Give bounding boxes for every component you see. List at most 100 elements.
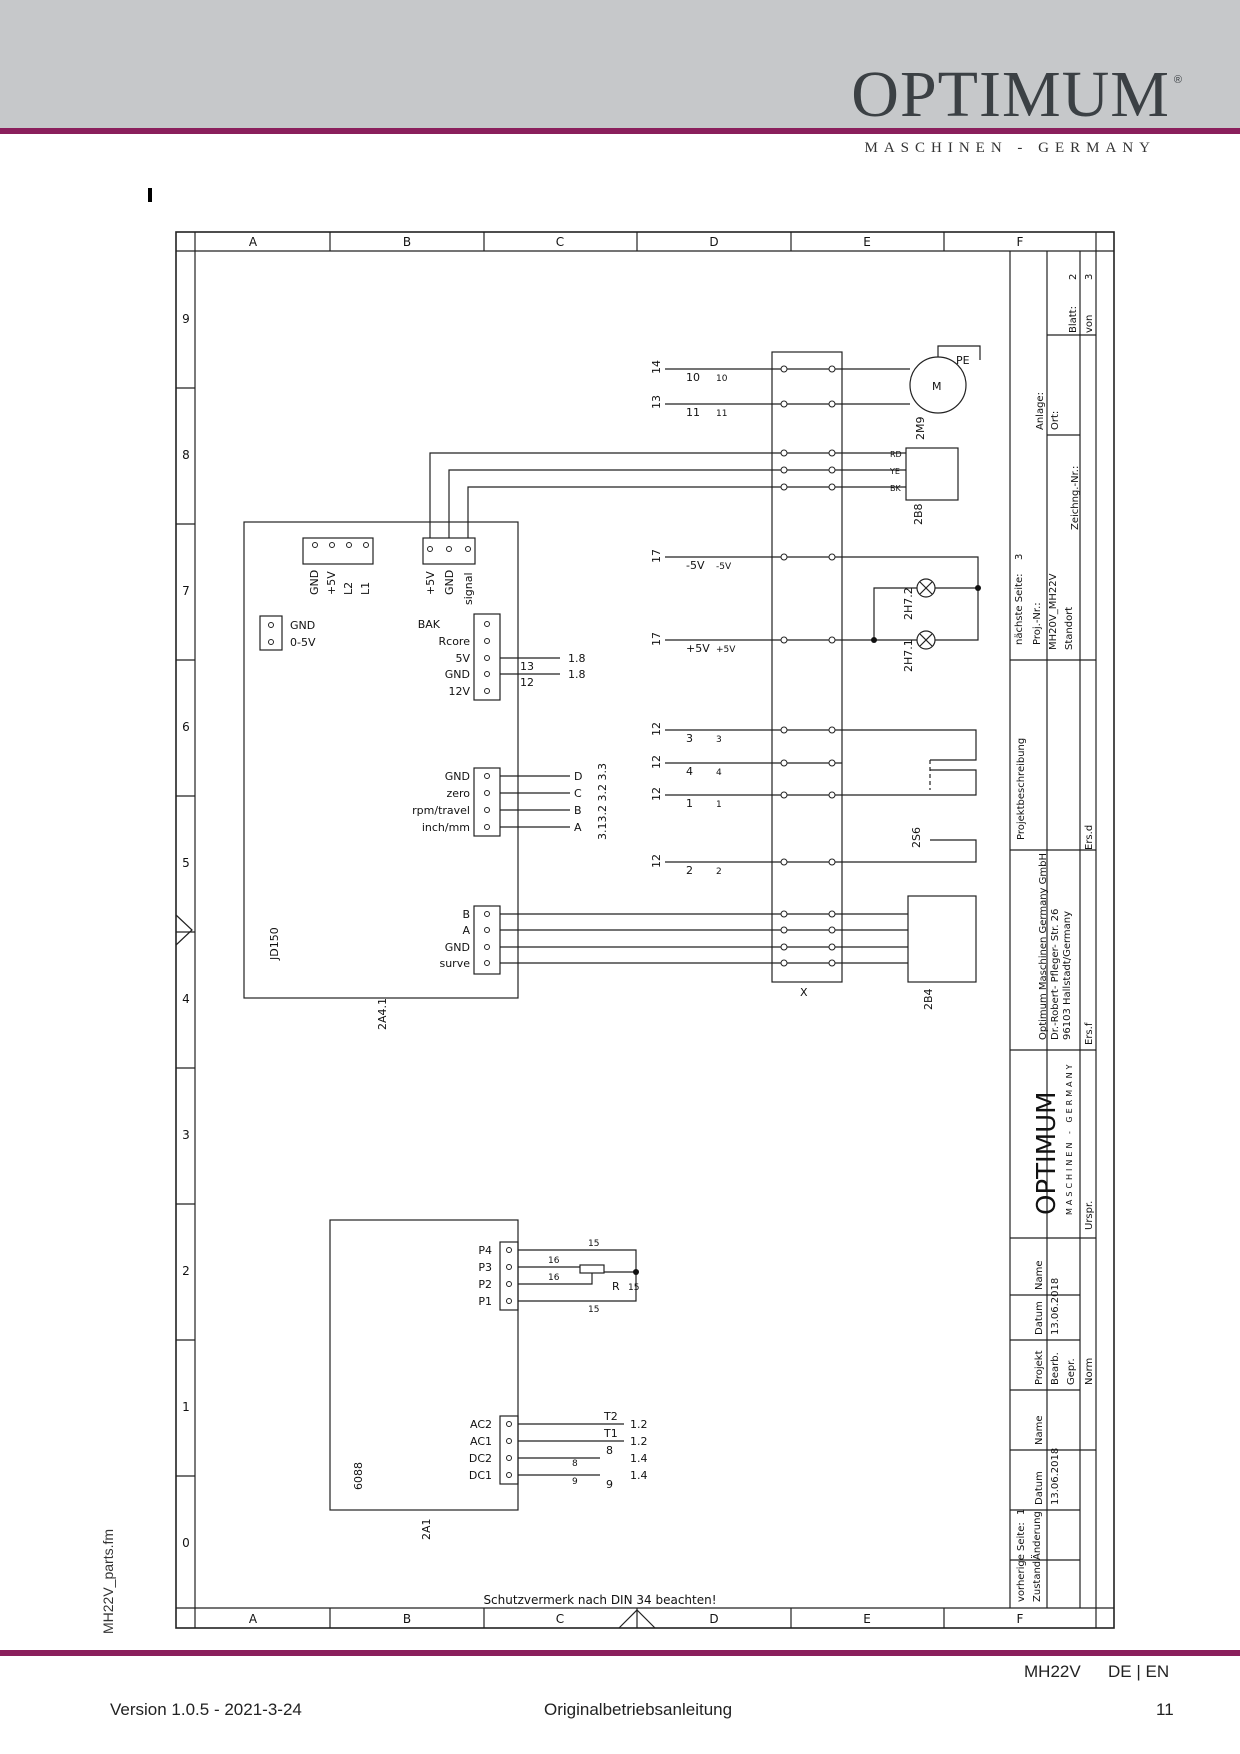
ac-wire-label: 9: [606, 1478, 613, 1491]
pot-resistor: [579, 1264, 605, 1274]
col-label: B: [403, 1612, 411, 1626]
jd150-gnd-terminal: [259, 615, 283, 651]
jd150-sensor-term: GND: [443, 570, 456, 595]
col-label: D: [709, 235, 718, 249]
a1-pot-term: P1: [478, 1295, 492, 1308]
a1-pot-term: P4: [478, 1244, 492, 1257]
col-label: C: [556, 235, 564, 249]
x-wire-label: -5V: [716, 562, 732, 572]
x-wire-label: 2: [716, 867, 722, 877]
jd150-vout-term: 0-5V: [290, 636, 316, 649]
jd150-ctrl-terminal: [473, 613, 501, 701]
jd150-bus-term: surve: [439, 957, 470, 970]
x-left-ref: 12: [650, 755, 663, 769]
ctrl-page-ref: 1.8: [568, 668, 586, 681]
x-strip-ref: X: [800, 986, 808, 999]
jd150-ctrl-term: GND: [445, 668, 470, 681]
motor-pe: PE: [956, 354, 970, 367]
pot-wire-label: 15: [588, 1239, 599, 1249]
tb-zustand: Zustand: [1032, 1561, 1043, 1602]
x-left-label: 4: [686, 765, 693, 778]
x-left-ref: 13: [650, 395, 663, 409]
tb-prev-page: 1: [1016, 1509, 1027, 1515]
tb-blatt-label: Blatt:: [1068, 306, 1079, 333]
tb-next-page-label: nächste Seite:: [1014, 574, 1025, 645]
jd150-power-term: +5V: [325, 571, 338, 595]
row-label: 3: [182, 1128, 190, 1142]
col-label: F: [1017, 235, 1024, 249]
x-wire-label: 1: [716, 800, 722, 810]
jd150-power-terminal: [302, 537, 374, 565]
jd150-bus-term: GND: [445, 941, 470, 954]
x-left-label: 1: [686, 797, 693, 810]
x-left-ref: 17: [650, 549, 663, 563]
x-left-label: 3: [686, 732, 693, 745]
row-label: 5: [182, 856, 190, 870]
footer-version: Version 1.0.5 - 2021-3-24: [110, 1700, 302, 1719]
x-left-ref: 12: [650, 787, 663, 801]
frame-border: [175, 231, 1115, 1629]
side-file-name: MH22V_parts.fm: [100, 1528, 116, 1634]
enc-wire-letter: C: [574, 787, 582, 800]
tb-anlage: Anlage:: [1035, 392, 1046, 430]
x-left-ref: 17: [650, 632, 663, 646]
jd150-enc-term: zero: [446, 787, 470, 800]
tb-urspr: Urspr.: [1084, 1201, 1095, 1230]
switch-ref: 2S6: [910, 827, 923, 848]
row-label: 9: [182, 312, 190, 326]
row-label: 7: [182, 584, 190, 598]
ac-wire-number: 9: [572, 1477, 578, 1487]
ac-page-ref: 1.4: [630, 1452, 648, 1465]
ac-wire-label: T1: [603, 1427, 618, 1440]
a1-type: 6088: [352, 1462, 365, 1490]
footer-model: MH22V: [1024, 1662, 1081, 1681]
x-left-ref: 12: [650, 854, 663, 868]
tb-next-page: 3: [1014, 554, 1025, 560]
tb-ort: Ort:: [1050, 411, 1061, 430]
ac-page-ref: 1.2: [630, 1435, 648, 1448]
tb-description: Projektbeschreibung: [1016, 738, 1027, 840]
ac-wire-label: 8: [606, 1444, 613, 1457]
tb-blatt: 2: [1068, 274, 1079, 280]
enc-wire-letter: A: [574, 821, 582, 834]
tb-rev-col: Name: [1034, 1415, 1045, 1445]
pot-wire-label: 16: [548, 1273, 560, 1283]
a1-pot-terminal: [499, 1241, 519, 1311]
a1-pot-term: P3: [478, 1261, 492, 1274]
ac-page-ref: 1.2: [630, 1418, 648, 1431]
sensor-ref: 2B8: [912, 503, 925, 525]
sensor-wire: BK: [890, 484, 901, 493]
col-label: F: [1017, 1612, 1024, 1626]
enc-page-ref: 3.13.2 3.2 3.3: [596, 763, 609, 840]
jd150-ctrl-term: Rcore: [439, 635, 471, 648]
x-wire-label: 3: [716, 735, 722, 745]
enc-wire-letter: B: [574, 804, 582, 817]
tb-logo: OPTIMUM: [1032, 1091, 1062, 1215]
enc-wire-letter: D: [574, 770, 582, 783]
jd150-enc-term: rpm/travel: [412, 804, 470, 817]
jd150-box: [243, 521, 519, 999]
x-left-ref: 12: [650, 722, 663, 736]
x-left-label: 11: [686, 406, 700, 419]
x-wire-label: 10: [716, 374, 728, 384]
ctrl-wire-ref: 12: [520, 676, 534, 689]
jd150-ctrl-term: 12V: [448, 685, 470, 698]
col-label: A: [249, 1612, 258, 1626]
lamp-ref: 2H7.1: [902, 639, 915, 672]
pot-wire-label: 15: [588, 1305, 599, 1315]
tb-proj-col: Projekt: [1034, 1350, 1045, 1385]
jd150-sensor-term: +5V: [424, 571, 437, 595]
terminal-strip-x: [771, 351, 843, 983]
col-label: D: [709, 1612, 718, 1626]
a1-ref: 2A1: [420, 1518, 433, 1540]
footer-accent-line: [0, 1650, 1240, 1656]
brand-logo: OPTIMUM: [851, 58, 1170, 131]
motor-symbol: M: [932, 380, 942, 393]
header-band: [0, 0, 1240, 130]
box-ref: 2B4: [922, 988, 935, 1010]
sensor-wire: RD: [890, 450, 902, 459]
x-left-label: 10: [686, 371, 700, 384]
change-bar: [148, 188, 152, 202]
footer-manual-title: Originalbetriebsanleitung: [544, 1700, 733, 1719]
tb-standort: Standort: [1064, 607, 1075, 650]
